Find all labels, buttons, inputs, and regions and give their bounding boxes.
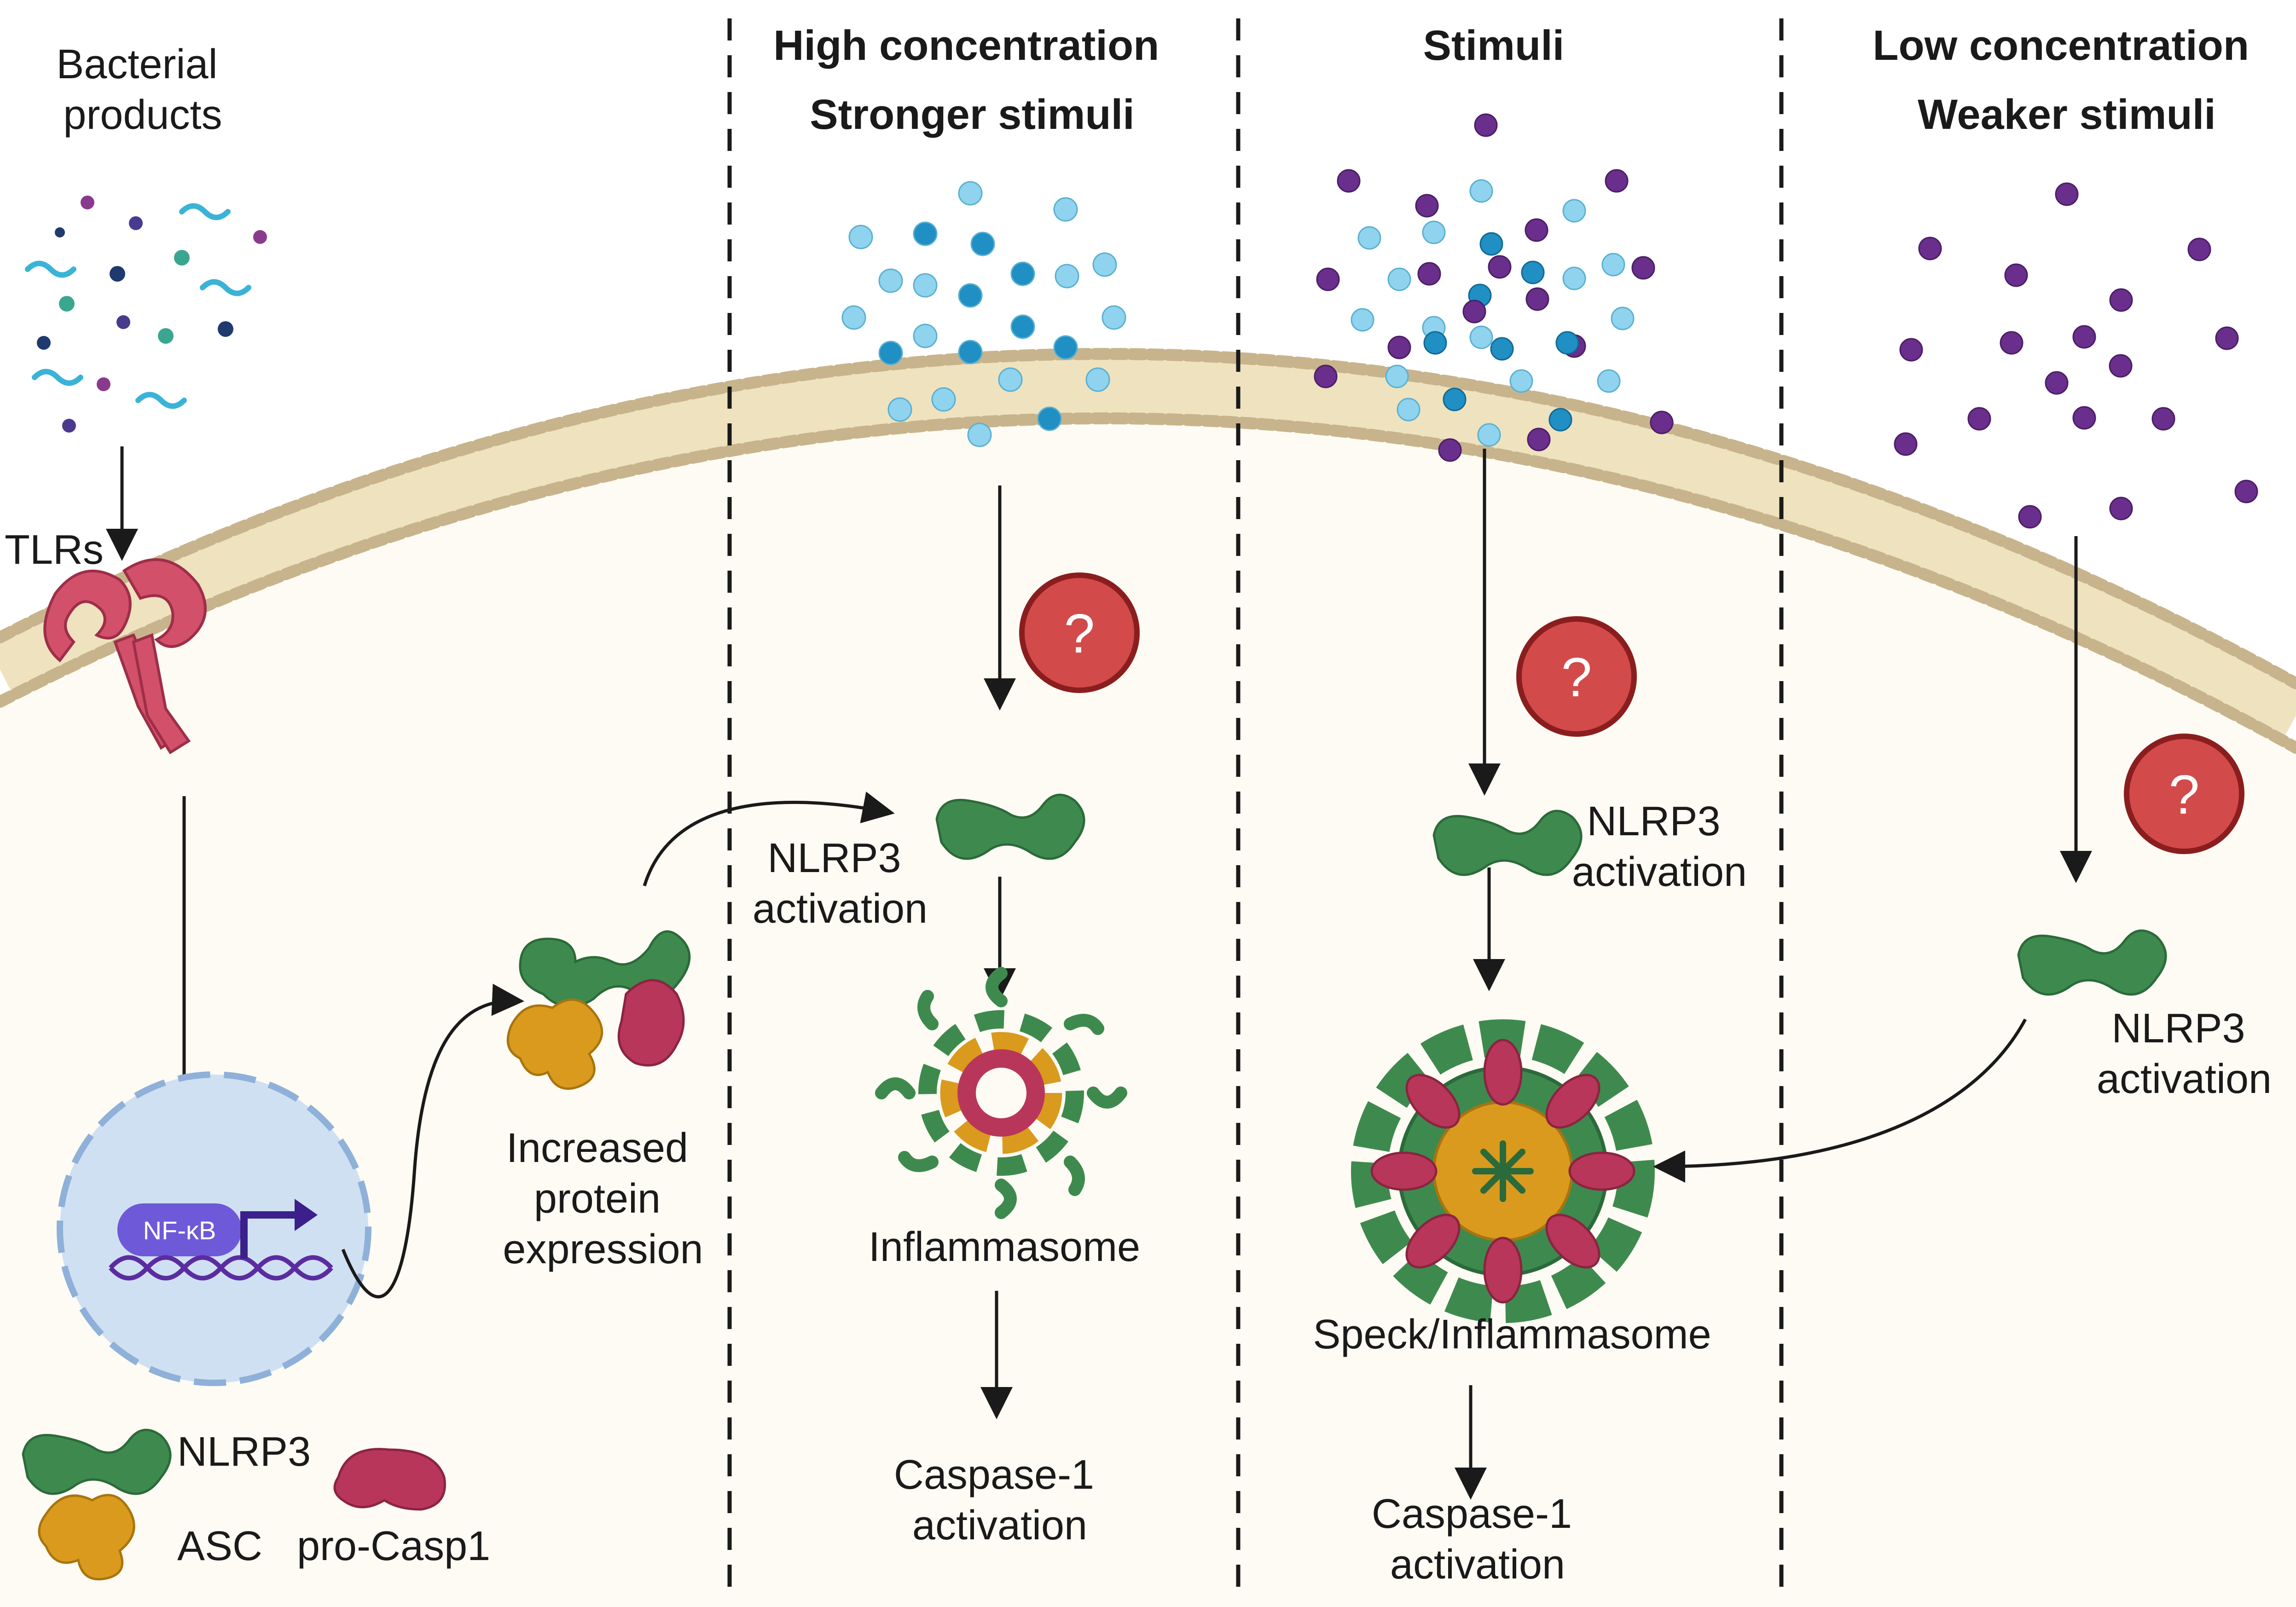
legend-nlrp3-label: NLRP3 bbox=[177, 1429, 311, 1475]
col1-particles bbox=[841, 181, 1126, 447]
col2-header: Stimuli bbox=[1423, 22, 1565, 69]
col1-inflammasome-icon bbox=[875, 967, 1127, 1219]
col3-header: Low concentration Weaker stimuli bbox=[1873, 22, 2261, 138]
tlrs-label: TLRs bbox=[5, 527, 104, 573]
nfkb-label: NF-κB bbox=[143, 1216, 216, 1245]
nfkb-protein bbox=[117, 1203, 242, 1256]
col3-question-icon bbox=[2124, 734, 2244, 854]
legend-asc-icon bbox=[38, 1494, 135, 1581]
legend-nlrp3-icon bbox=[22, 1428, 172, 1495]
transcription-start-arrow-icon bbox=[240, 1199, 318, 1259]
tlr-receptor-icon bbox=[43, 558, 207, 755]
column-dividers bbox=[727, 18, 1784, 1588]
col2-caspase-label: Caspase-1 activation bbox=[1372, 1491, 1583, 1588]
increased-protein-label: Increased protein expression bbox=[503, 1125, 703, 1272]
bacterial-products-dots bbox=[37, 196, 267, 433]
col3-nlrp3-label: NLRP3 activation bbox=[2097, 1006, 2272, 1102]
col2-question-mark: ? bbox=[1561, 647, 1592, 708]
cytoplasm bbox=[0, 421, 2296, 1607]
col1-header: High concentration Stronger stimuli bbox=[773, 22, 1171, 138]
legend-procasp1-icon bbox=[333, 1448, 446, 1511]
cell-membrane bbox=[0, 348, 2296, 754]
col2-question-icon bbox=[1516, 616, 1637, 737]
legend-asc-label: ASC bbox=[177, 1523, 262, 1569]
col2-speck-label: Speck/Inflammasome bbox=[1313, 1312, 1711, 1358]
col2-speck-icon bbox=[1351, 1019, 1655, 1323]
col1-caspase-label: Caspase-1 activation bbox=[894, 1452, 1106, 1549]
col3-particles bbox=[1894, 182, 2258, 529]
col3-nlrp3-icon bbox=[2017, 929, 2167, 996]
col1-nlrp3-label: NLRP3 activation bbox=[753, 835, 928, 932]
dna-icon bbox=[109, 1255, 333, 1281]
col3-question-mark: ? bbox=[2169, 764, 2200, 826]
col1-question-icon bbox=[1019, 572, 1140, 693]
col2-nlrp3-label: NLRP3 activation bbox=[1572, 798, 1747, 895]
col1-question-mark: ? bbox=[1064, 603, 1095, 665]
col1-inflammasome-label: Inflammasome bbox=[869, 1224, 1140, 1270]
bacterial-products-icon bbox=[25, 203, 251, 409]
bacterial-products-label: Bacterial products bbox=[56, 41, 229, 138]
col2-nlrp3-icon bbox=[1432, 809, 1583, 876]
legend-procasp1-label: pro-Casp1 bbox=[297, 1523, 490, 1569]
increased-proteins-icon bbox=[506, 930, 691, 1090]
col1-nlrp3-icon bbox=[935, 793, 1085, 860]
col2-particles bbox=[1314, 113, 1674, 462]
